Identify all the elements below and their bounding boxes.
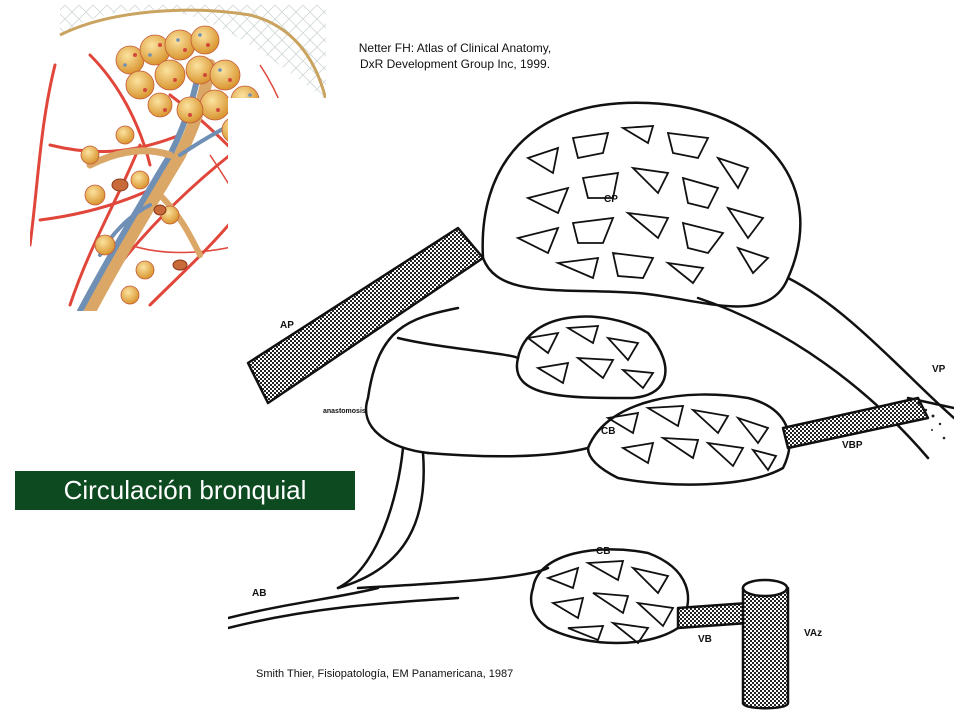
netter-citation: Netter FH: Atlas of Clinical Anatomy, Dx… bbox=[358, 41, 552, 71]
label-vb: VB bbox=[698, 634, 712, 645]
label-cb-upper: CB bbox=[601, 426, 616, 437]
label-ap: AP bbox=[280, 320, 294, 331]
label-vbp: VBP bbox=[842, 440, 863, 451]
label-anastomosis: anastomosis bbox=[323, 408, 366, 415]
bronchial-circulation-diagram bbox=[228, 98, 954, 712]
smith-citation: Smith Thier, Fisiopatología, EM Panameri… bbox=[256, 668, 514, 680]
label-ab: AB bbox=[252, 588, 267, 599]
label-vaz: VAz bbox=[804, 628, 823, 639]
label-cb-lower: CB bbox=[596, 546, 611, 557]
label-vp: VP bbox=[932, 364, 946, 375]
slide-title: Circulación bronquial bbox=[15, 471, 355, 510]
label-cp: CP bbox=[604, 194, 618, 205]
